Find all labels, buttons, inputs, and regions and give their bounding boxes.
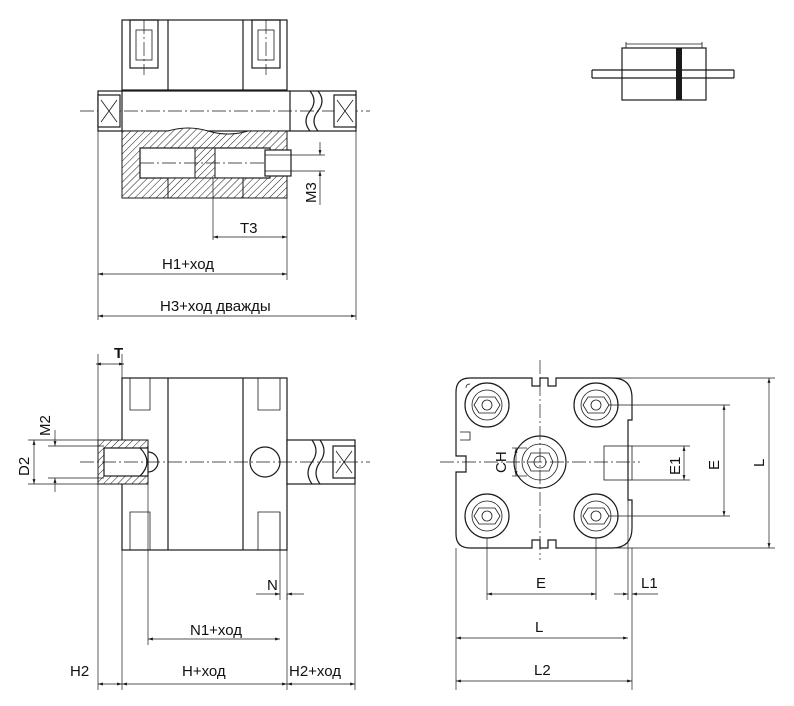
n1-stroke-label: N1+ход: [190, 622, 242, 639]
d2-label: D2: [16, 457, 33, 476]
l-right-label: L: [751, 459, 768, 467]
t3-label: T3: [240, 220, 258, 237]
l1-label: L1: [641, 575, 658, 592]
m2-label: M2: [37, 415, 54, 436]
h2-left-label: H2: [70, 663, 89, 680]
front-body: [121, 377, 288, 551]
top-body: [121, 19, 288, 91]
e-bottom-label: E: [536, 575, 546, 592]
e-right-label: E: [706, 460, 723, 470]
m3-label: M3: [303, 182, 320, 203]
h-stroke-label: H+ход: [182, 663, 226, 680]
end-view: CH E1 E L E L1 L L2: [440, 360, 775, 690]
n-label: N: [267, 577, 278, 594]
h2-stroke-label: H2+ход: [289, 663, 341, 680]
front-view: T M2 D2 N N1+ход H2 H+ход H2+ход: [16, 345, 370, 690]
cylinder-symbol: [591, 42, 735, 101]
e1-label: E1: [667, 457, 684, 475]
ch-label: CH: [493, 451, 510, 473]
h1-stroke-label: H1+ход: [162, 256, 214, 273]
l2-label: L2: [534, 662, 551, 679]
top-view: M3 T3 H1+ход H3+ход дважды: [80, 19, 370, 320]
bolt-top-left: [464, 382, 510, 428]
l-bottom-label: L: [535, 619, 543, 636]
h3-double-label: H3+ход дважды: [160, 298, 271, 315]
t-label: T: [114, 345, 123, 362]
